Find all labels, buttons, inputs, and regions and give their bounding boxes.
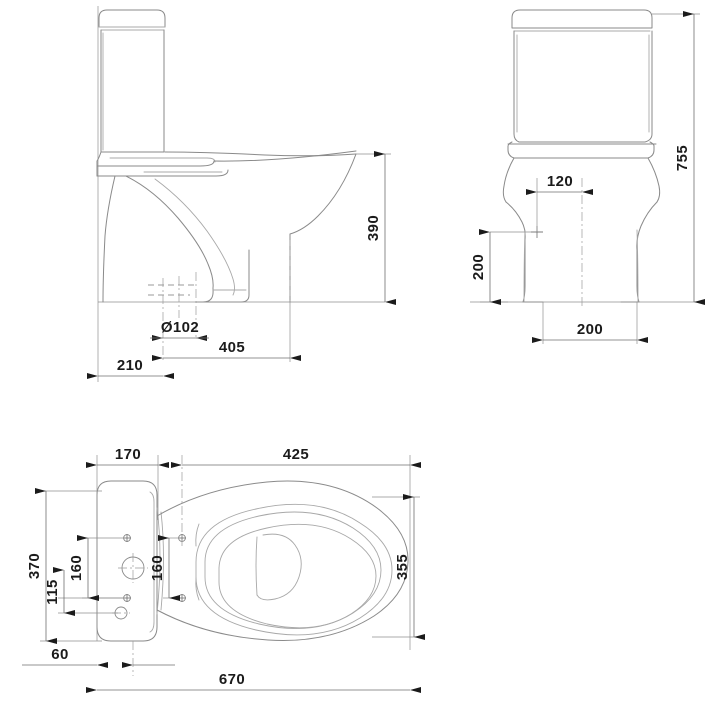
dimension-side-405: 405 <box>152 302 301 362</box>
side-view: 390 Ø102 405 210 <box>87 6 396 382</box>
dimension-front-120: 120 <box>526 173 593 306</box>
front-view-geometry <box>470 9 700 303</box>
dimension-top-355: 355 <box>372 494 425 640</box>
top-view: 170 425 370 115 <box>22 446 425 693</box>
dimension-label-370: 370 <box>26 553 43 579</box>
dimension-label-115: 115 <box>44 579 61 604</box>
dimension-label-200-vertical: 200 <box>470 254 487 280</box>
dimension-label-160-pan: 160 <box>149 555 166 581</box>
dimension-front-200-horizontal: 200 <box>532 302 648 344</box>
front-view-inlet-marker <box>490 226 543 238</box>
front-view: 755 120 200 200 <box>470 9 705 344</box>
dimension-top-170: 170 <box>86 446 169 641</box>
dimension-front-755: 755 <box>652 11 705 305</box>
dimension-label-210: 210 <box>117 357 143 374</box>
side-view-geometry <box>96 9 385 303</box>
dimension-label-755: 755 <box>674 145 691 171</box>
dimension-label-170: 170 <box>115 446 141 463</box>
dimension-top-670: 670 <box>86 671 421 693</box>
dimension-top-160-cistern: 160 <box>68 535 124 601</box>
top-view-geometry <box>96 480 409 642</box>
dimension-top-370: 370 <box>26 488 102 644</box>
dimension-label-355: 355 <box>394 554 411 580</box>
dimension-label-405: 405 <box>219 339 245 356</box>
top-view-cistern-fixings <box>112 534 148 620</box>
dimension-label-200-horizontal: 200 <box>577 321 603 338</box>
dimension-label-425: 425 <box>283 446 309 463</box>
dimension-label-d102: Ø102 <box>161 319 199 336</box>
side-view-outlet-detail <box>148 272 197 360</box>
dimension-label-160-cistern: 160 <box>68 555 85 581</box>
dimension-side-d102: Ø102 <box>150 319 209 341</box>
dimension-label-390: 390 <box>365 215 382 241</box>
dimension-top-160-pan: 160 <box>149 535 180 601</box>
dimension-top-60: 60 <box>22 641 175 676</box>
dimension-side-390: 390 <box>356 151 396 305</box>
dimension-top-425: 425 <box>171 446 421 650</box>
dimension-label-670: 670 <box>219 671 245 688</box>
dimension-side-210: 210 <box>87 6 174 382</box>
dimension-label-120: 120 <box>547 173 573 190</box>
dimension-label-60: 60 <box>51 646 69 663</box>
dimension-front-200-vertical: 200 <box>470 229 508 305</box>
